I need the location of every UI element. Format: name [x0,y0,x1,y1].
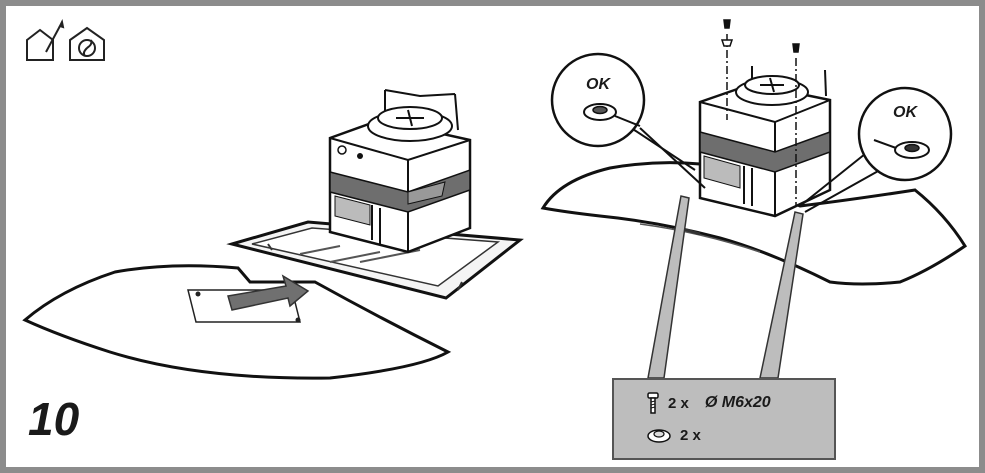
house-with-fan-icon [69,26,105,61]
fan-motor-left [367,106,453,142]
part-row-screw: 2 x Ø M6x20 [646,392,771,414]
direction-arrow [227,274,310,311]
glass-panel-left [22,264,452,380]
washer-quantity: 2 x [680,426,701,444]
detail-callout-left [550,52,706,189]
screw-quantity: 2 x [668,394,689,412]
ok-label-left: OK [586,76,610,93]
parts-leader [647,195,804,379]
fan-motor-right [735,75,809,106]
detail-callout-right [799,86,953,213]
part-row-washer: 2 x [646,426,701,444]
parts-box: 2 x Ø M6x20 2 x [612,378,836,460]
step-number: 10 [28,393,80,445]
screw-guides [720,19,800,206]
motor-housing-left [328,89,472,254]
glass-panel-right [540,161,968,286]
screw-icon [647,392,659,414]
house-with-pen-icon [26,18,65,61]
ok-label-right: OK [893,104,917,121]
screw-spec: Ø M6x20 [704,394,771,411]
motor-housing-right [698,66,832,218]
washer-icon [647,429,671,443]
